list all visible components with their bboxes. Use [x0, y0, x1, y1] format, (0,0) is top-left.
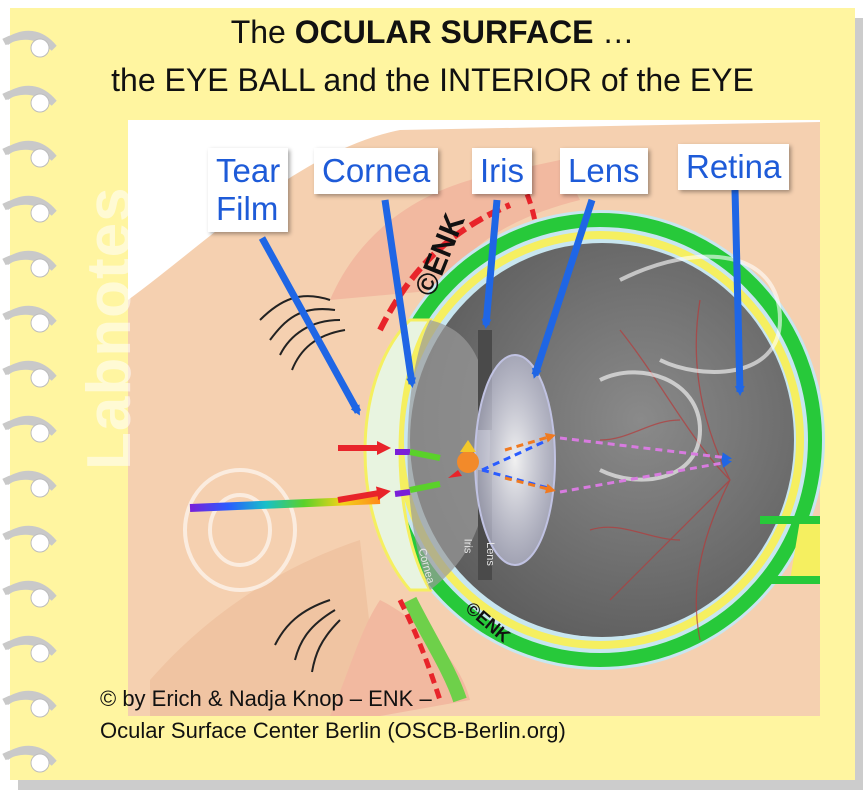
title-line-2: the EYE BALL and the INTERIOR of the EYE: [111, 62, 754, 98]
lens-shape: [474, 354, 556, 566]
title-prefix: The: [230, 14, 286, 50]
title-suffix: …: [602, 14, 635, 50]
spiral-rings: [2, 30, 57, 766]
eyelashes: [259, 295, 346, 673]
title-bold: OCULAR SURFACE: [294, 14, 594, 50]
tear-film-arrow: [258, 236, 362, 416]
credit-line-1: © by Erich & Nadja Knop – ENK –: [100, 686, 432, 711]
label-tear-film-line1: Tear: [216, 152, 281, 189]
inner-label-lens: Lens: [483, 542, 496, 566]
label-retina: Retina: [678, 144, 790, 190]
label-tear-film-line2: Film: [216, 190, 279, 227]
inner-label-iris: Iris: [461, 538, 474, 554]
label-cornea: Cornea: [314, 148, 439, 194]
cornea-arrow: [381, 199, 417, 388]
retina-arrow: [731, 189, 745, 396]
label-iris: Iris: [472, 148, 532, 194]
label-tear-film: Tear Film: [208, 148, 289, 232]
light-ray-lower: [189, 496, 381, 512]
title-line-1: The OCULAR SURFACE …: [0, 14, 865, 51]
pointer-arrows: [258, 189, 745, 416]
pupil-focus-mark: [448, 440, 479, 478]
credit-line-2: Ocular Surface Center Berlin (OSCB-Berli…: [100, 718, 566, 743]
side-watermark: Labnotes: [75, 186, 144, 470]
lens-arrow: [531, 198, 596, 379]
label-lens: Lens: [560, 148, 648, 194]
iris-arrow: [481, 199, 501, 329]
